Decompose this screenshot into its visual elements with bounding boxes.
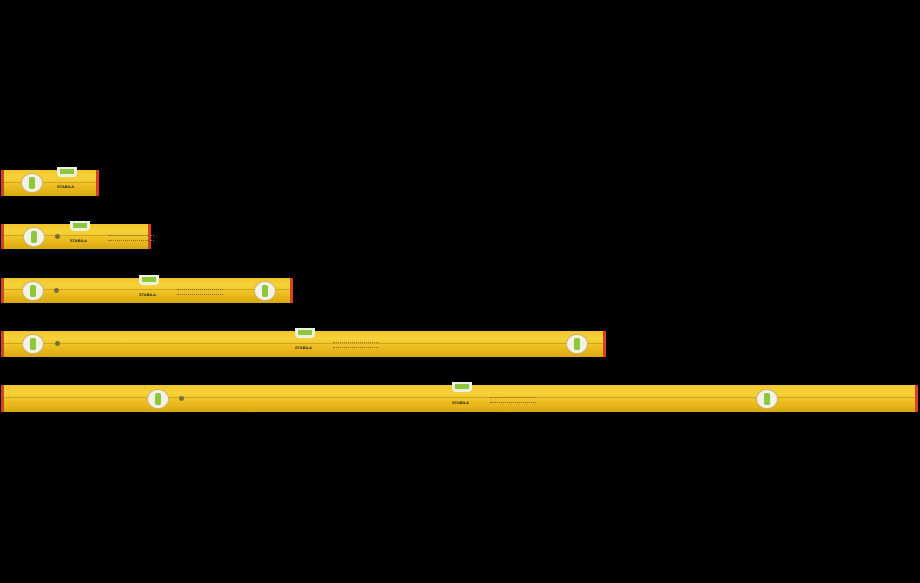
hanging-hole [179, 395, 184, 401]
end-vial [757, 389, 777, 408]
end-vial [23, 281, 43, 300]
hanging-hole [55, 233, 60, 239]
scale-markings [108, 234, 154, 241]
top-vial [452, 382, 472, 392]
scale-markings [490, 396, 536, 403]
spirit-level: STABILA [1, 167, 99, 196]
brand-logo: STABILA [57, 184, 75, 190]
hanging-hole [54, 287, 59, 293]
brand-logo: STABILA [139, 291, 157, 297]
end-vial [255, 281, 275, 300]
top-vial [70, 221, 90, 231]
end-vial [567, 335, 587, 353]
end-vial [23, 335, 43, 353]
scale-markings [177, 288, 223, 295]
brand-logo: STABILA [295, 345, 313, 351]
brand-logo: STABILA [452, 399, 470, 405]
end-vial [22, 174, 42, 192]
top-vial [295, 328, 315, 338]
spirit-level: STABILA [1, 382, 918, 412]
top-vial [139, 275, 159, 285]
spirit-level: STABILA [1, 221, 154, 249]
brand-logo: STABILA [70, 237, 88, 243]
end-vial [148, 389, 168, 408]
hanging-hole [55, 341, 60, 346]
end-vial [24, 227, 44, 246]
spirit-level: STABILA [1, 275, 293, 303]
spirit-level: STABILA [1, 328, 606, 357]
top-vial [57, 167, 77, 177]
scale-markings [333, 342, 379, 348]
